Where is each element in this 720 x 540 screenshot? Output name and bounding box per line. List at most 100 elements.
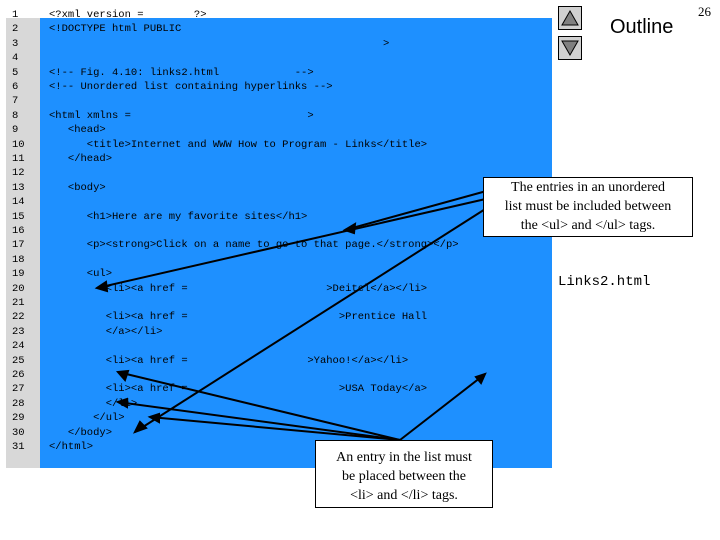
code-line: 6 <!-- Unordered list containing hyperlin… <box>0 80 560 94</box>
line-number: 22 <box>12 311 25 324</box>
arrowhead <box>115 369 130 382</box>
code-text: <!DOCTYPE html PUBLIC <box>49 23 182 36</box>
line-number: 18 <box>12 253 25 266</box>
unordered-list-callout: The entries in an unordered list must be… <box>483 177 693 237</box>
line-number: 4 <box>12 52 19 65</box>
triangle-up-icon <box>561 9 579 26</box>
line-number: 25 <box>12 354 25 367</box>
code-line: 12 <box>0 166 560 180</box>
previous-slide-button[interactable] <box>558 6 582 30</box>
code-text: </head> <box>49 153 113 165</box>
code-text: <head> <box>49 124 106 137</box>
code-text: <li><a href = >Yahoo!</a></li> <box>49 354 409 367</box>
line-number: 1 <box>12 9 19 21</box>
code-text: <html xmlns = > <box>49 109 314 122</box>
code-text: </ul> <box>49 412 125 425</box>
next-slide-button[interactable] <box>558 36 582 60</box>
page-number: 26 <box>698 4 711 19</box>
arrowhead <box>342 222 357 235</box>
code-line: 14 <box>0 195 560 209</box>
line-number: 26 <box>12 369 25 381</box>
line-number: 13 <box>12 181 25 194</box>
arrowhead <box>94 280 109 293</box>
code-text: <li><a href = >Prentice Hall <box>49 311 428 324</box>
code-line: 4 <box>0 51 560 65</box>
line-number: 21 <box>12 297 25 309</box>
triangle-down-icon <box>561 40 579 57</box>
code-line: 21 <box>0 296 560 310</box>
code-line: 27 <li><a href = >USA Today</a> <box>0 382 560 396</box>
code-text: <body> <box>49 181 106 194</box>
line-number: 20 <box>12 282 25 295</box>
outline-label[interactable]: Outline <box>610 16 674 38</box>
arrow-to-closing-ul <box>134 205 491 433</box>
line-number: 16 <box>12 225 25 237</box>
code-line: 2<!DOCTYPE html PUBLIC <box>0 22 560 36</box>
line-number: 15 <box>12 210 25 223</box>
line-number-gutter <box>6 18 40 468</box>
code-line: 25 <li><a href = >Yahoo!</a></li> <box>0 354 560 368</box>
code-line: 5 <!-- Fig. 4.10: links2.html --> <box>0 66 560 80</box>
code-line: 20 <li><a href = >Deitel</a></li> <box>0 282 560 296</box>
code-text: </a></li> <box>49 325 163 338</box>
code-text: <!-- Unordered list containing hyperlink… <box>49 81 333 93</box>
callout-text-line: An entry in the list must <box>336 450 472 465</box>
code-line: 24 <box>0 339 560 353</box>
code-line: 13 <body> <box>0 181 560 195</box>
arrow-to-closing-li-yahoo <box>399 373 486 441</box>
callout-text-line: be placed between the <box>342 469 466 484</box>
callout-text-line: The entries in an unordered <box>511 180 665 195</box>
line-number: 17 <box>12 239 25 252</box>
code-line: 15 <h1>Here are my favorite sites</h1> <box>0 210 560 224</box>
code-line: 3 > <box>0 37 560 51</box>
code-text: </body> <box>49 426 113 439</box>
line-number: 29 <box>12 412 25 425</box>
code-line: 29 </ul> <box>0 411 560 425</box>
code-line: 19 <ul> <box>0 267 560 281</box>
line-number: 12 <box>12 167 25 180</box>
line-number: 10 <box>12 138 25 151</box>
code-line: 10 <title>Internet and WWW How to Progra… <box>0 138 560 152</box>
callout-text-line: <li> and </li> tags. <box>350 488 458 503</box>
line-number: 8 <box>12 109 19 122</box>
line-number: 24 <box>12 340 25 353</box>
line-number: 6 <box>12 81 19 93</box>
arrowhead <box>132 420 148 434</box>
arrowhead <box>147 412 160 424</box>
callout-text-line: list must be included between <box>504 199 672 214</box>
code-text: <title>Internet and WWW How to Program -… <box>49 138 428 151</box>
code-line: 1 <?xml version = ?> <box>0 8 560 22</box>
list-item-callout: An entry in the list must be placed betw… <box>315 440 493 508</box>
line-number: 11 <box>12 153 25 165</box>
code-line: 7 <box>0 94 560 108</box>
code-text: <!-- Fig. 4.10: links2.html --> <box>49 66 314 79</box>
arrow-to-opening-ul <box>96 197 491 289</box>
line-number: 9 <box>12 124 19 137</box>
arrow-to-closing-h1 <box>344 189 491 231</box>
code-line: 8 <html xmlns = > <box>0 109 560 123</box>
line-number: 27 <box>12 383 25 396</box>
code-line: 18 <box>0 253 560 267</box>
code-line: 31</html> <box>0 440 560 454</box>
code-line: 30 </body> <box>0 426 560 440</box>
line-number: 3 <box>12 37 19 50</box>
code-text: <ul> <box>49 268 113 281</box>
arrow-to-li-yahoo <box>117 371 401 441</box>
arrow-to-li-usatoday <box>117 401 401 441</box>
filename-label: Links2.html <box>558 274 651 290</box>
code-text: <li><a href = >USA Today</a> <box>49 383 428 396</box>
line-number: 5 <box>12 66 19 79</box>
line-number: 28 <box>12 397 25 410</box>
line-number: 19 <box>12 268 25 281</box>
code-line: 23 </a></li> <box>0 325 560 339</box>
arrowhead <box>115 397 128 409</box>
code-line: 9 <head> <box>0 123 560 137</box>
arrow-to-closing-li-usatoday <box>149 416 401 441</box>
code-line: 22 <li><a href = >Prentice Hall <box>0 310 560 324</box>
code-text: <h1>Here are my favorite sites</h1> <box>49 210 308 223</box>
line-number: 30 <box>12 426 25 439</box>
code-text: </html> <box>49 441 94 453</box>
code-text: <li><a href = >Deitel</a></li> <box>49 282 428 295</box>
code-text: <?xml version = ?> <box>49 9 207 21</box>
